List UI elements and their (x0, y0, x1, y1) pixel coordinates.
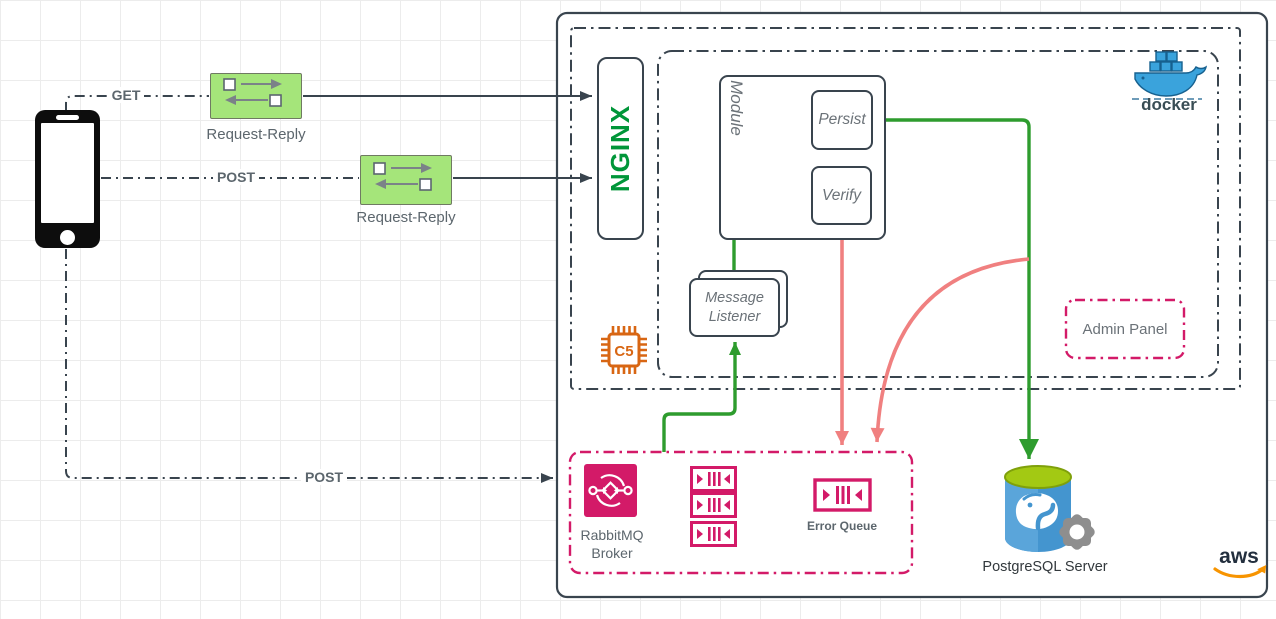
rabbitmq-broker-label: RabbitMQ Broker (580, 527, 644, 561)
phone-speaker (56, 115, 79, 120)
gear-icon (1059, 514, 1095, 550)
docker-logo-icon: docker (1132, 51, 1208, 112)
broker-to-listener-arrow (662, 342, 741, 452)
persist-to-postgres-arrow (874, 118, 1039, 459)
aws-logo-icon: aws (1213, 545, 1267, 579)
admin-panel-node[interactable]: Admin Panel (1066, 300, 1184, 358)
admin-panel-label: Admin Panel (1082, 320, 1168, 338)
postgresql-label: PostgreSQL Server (982, 559, 1108, 575)
verify-label: Verify (821, 186, 862, 204)
docker-logo-text: docker (1141, 95, 1197, 112)
backend-dashed-box (570, 27, 1241, 390)
persist-to-errorqueue-curve (870, 257, 1030, 443)
phone-home-button (60, 230, 75, 245)
elephant-glyph (1015, 493, 1058, 531)
bottom-post-connector (65, 249, 553, 483)
verify-node[interactable]: Verify (811, 166, 872, 225)
get-connector (65, 95, 209, 112)
admin-panel-box (1064, 298, 1186, 360)
error-queue-label: Error Queue (806, 519, 878, 533)
phone-icon[interactable] (35, 110, 100, 248)
message-listener-label-line2: Listener (708, 308, 761, 325)
request-reply-label-2: Request-Reply (356, 209, 456, 226)
request-reply-icon (223, 78, 282, 107)
post-label: POST (208, 169, 264, 185)
phone-screen (41, 123, 94, 223)
message-listener-node[interactable]: Message Listener (689, 278, 780, 337)
nginx-logo-text: NGINX (605, 104, 635, 193)
queue-icon-1[interactable] (690, 466, 737, 492)
persist-label: Persist (818, 111, 866, 128)
aws-logo-text: aws (1219, 545, 1259, 568)
c5-chip-icon[interactable]: C5 (598, 323, 650, 377)
module-label: Module (726, 80, 746, 136)
request-reply-icon (373, 162, 432, 191)
rabbitmq-broker-icon[interactable] (584, 464, 637, 517)
nginx-node[interactable]: NGINX (597, 57, 644, 240)
request-reply-node-1[interactable] (210, 73, 302, 119)
persist-node[interactable]: Persist (811, 90, 873, 150)
queue-icon-2[interactable] (690, 492, 737, 518)
queue-icon-3[interactable] (690, 521, 737, 547)
request-reply-node-2[interactable] (360, 155, 452, 205)
get-label: GET (100, 87, 152, 103)
request-reply-label-1: Request-Reply (206, 126, 306, 143)
postgresql-icon[interactable] (1000, 464, 1076, 558)
error-queue-icon[interactable] (813, 478, 872, 512)
bottom-post-label: POST (296, 469, 352, 485)
c5-chip-label: C5 (614, 343, 633, 360)
docker-dashed-box (657, 50, 1219, 378)
message-listener-label-line1: Message (705, 290, 764, 307)
